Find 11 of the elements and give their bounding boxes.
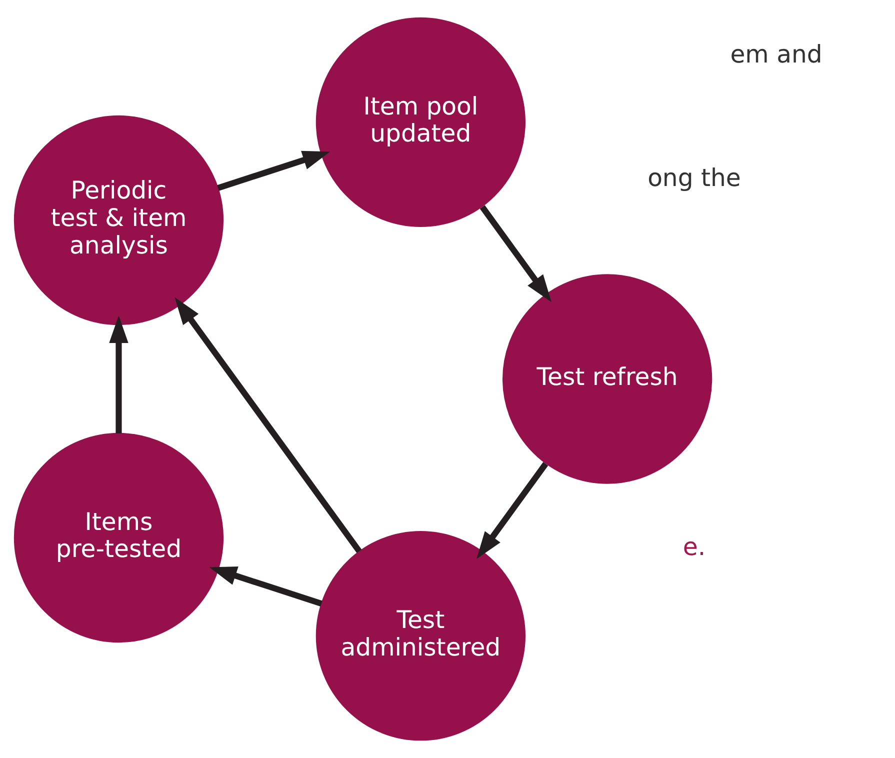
arrow [476,462,548,560]
node-circle: Item pool updated [316,17,526,227]
arrow [209,566,322,606]
arrow [174,297,362,554]
arrow [480,205,552,302]
arrow [217,150,330,191]
arrow [109,316,128,434]
label: em and [730,40,822,69]
label: ong the [648,162,741,192]
label: e. [682,532,706,561]
node-circle: Items pre-tested [14,432,224,643]
